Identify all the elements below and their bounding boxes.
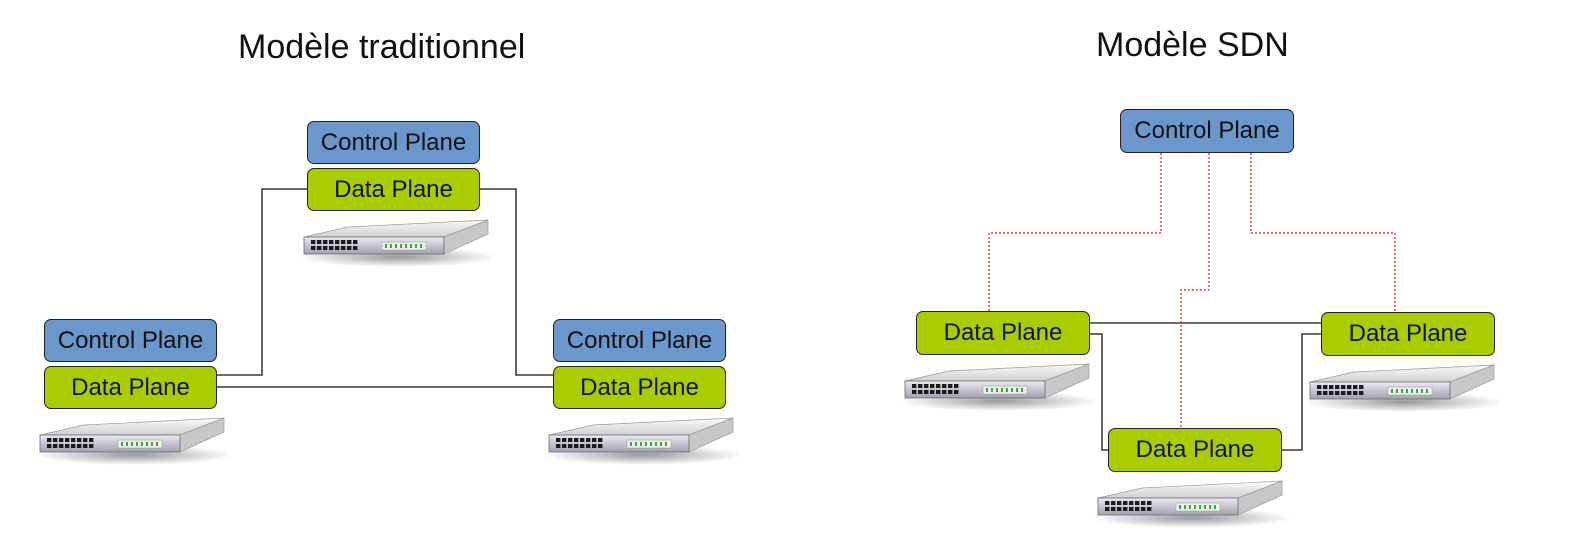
sdn-link-bottom-right [1281, 333, 1322, 451]
sdn-control-link-left [988, 153, 1162, 312]
network-switch-icon [899, 356, 1099, 414]
trad-left-data-plane: Data Plane [44, 366, 217, 409]
trad-top-control-plane: Control Plane [307, 121, 480, 164]
network-switch-icon [1092, 473, 1292, 531]
trad-link-top-right [480, 188, 554, 376]
trad-link-left-top [217, 188, 308, 376]
trad-right-data-plane: Data Plane [553, 366, 726, 409]
trad-top-data-plane: Data Plane [307, 168, 480, 211]
traditional-model-title: Modèle traditionnel [238, 28, 526, 66]
sdn-control-link-right [1250, 153, 1396, 313]
sdn-left-data-plane: Data Plane [916, 311, 1090, 355]
sdn-right-data-plane: Data Plane [1321, 312, 1495, 356]
sdn-model-title: Modèle SDN [1096, 26, 1289, 64]
sdn-link-left-bottom [1090, 333, 1109, 451]
network-switch-icon [1304, 357, 1504, 415]
network-switch-icon [543, 410, 743, 468]
sdn-control-plane: Control Plane [1120, 109, 1294, 153]
network-switch-icon [298, 212, 498, 270]
network-switch-icon [34, 410, 234, 468]
trad-right-control-plane: Control Plane [553, 319, 726, 362]
trad-left-control-plane: Control Plane [44, 319, 217, 362]
sdn-control-link-bottom [1180, 153, 1210, 429]
sdn-bottom-data-plane: Data Plane [1108, 428, 1282, 472]
